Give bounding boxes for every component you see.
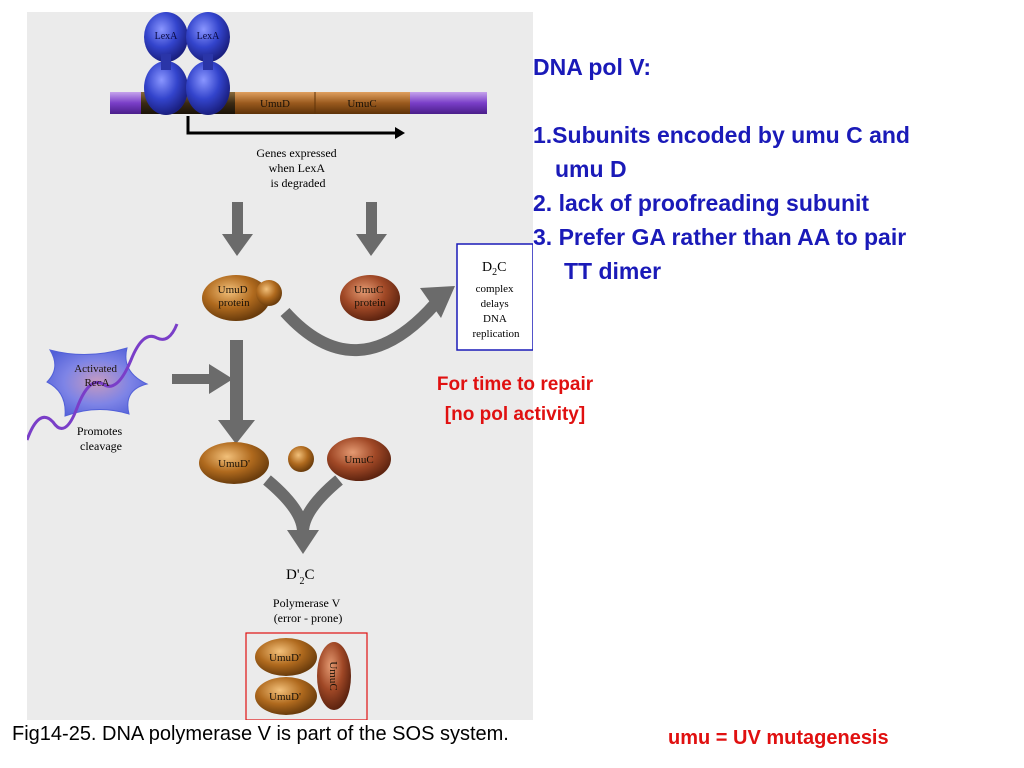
reca-arrow: [172, 364, 233, 394]
d2c-title: D2C: [482, 260, 506, 278]
cleaved-fragment: [288, 446, 314, 472]
note-item-2: 2. lack of proofreading subunit: [533, 190, 870, 216]
gene-label-umuc: UmuC: [347, 98, 376, 110]
umuc-protein-label: UmuC protein: [354, 284, 386, 309]
pol-v-complex: [255, 638, 351, 715]
transcription-arrow: [186, 116, 405, 139]
merge-arrow: [263, 475, 343, 554]
d2c-complex-box: [456, 243, 533, 351]
umud-protein: [202, 275, 282, 321]
genes-expressed-text: Genes expressed when LexA is degraded: [256, 146, 339, 190]
repair-time-note: For time to repair [no pol activity]: [380, 370, 650, 430]
umud-protein-label: UmuD protein: [218, 284, 251, 309]
umud-prime-label: UmuD': [218, 458, 250, 470]
lexa-label-left: LexA: [155, 31, 179, 42]
note-item-3-cont: TT dimer: [564, 258, 662, 284]
curved-arrow-to-complex: [280, 286, 455, 357]
promotes-cleavage-text: Promotes cleavage: [77, 424, 125, 453]
reca-label: Activated RecA: [74, 363, 120, 389]
umuc-label: UmuC: [344, 454, 373, 466]
note-item-1: 1.Subunits encoded by umu C and: [533, 122, 910, 148]
sos-diagram: UmuD UmuC LexA LexA Genes expressed when…: [27, 12, 533, 720]
down-arrow-left: [222, 202, 253, 256]
umuc-protein: [340, 275, 400, 321]
polymerase-v-text: Polymerase V (error - prone): [273, 596, 343, 625]
figure-panel: UmuD UmuC LexA LexA Genes expressed when…: [27, 12, 533, 720]
d2c-description: complex delays DNA replication: [472, 283, 520, 340]
dprime2c-title: D'2C: [286, 567, 315, 587]
umu-definition: umu = UV mutagenesis: [668, 727, 889, 749]
down-arrow-right: [356, 202, 387, 256]
umuc-protein-2: [327, 437, 391, 481]
repair-time-line-1: For time to repair: [436, 374, 594, 395]
notes-spacer: [533, 84, 1013, 118]
gene-label-umud: UmuD: [260, 98, 290, 110]
complex-umud-prime-top: UmuD': [269, 652, 301, 664]
figure-caption: Fig14-25. DNA polymerase V is part of th…: [12, 723, 509, 745]
notes-heading: DNA pol V:: [533, 54, 651, 80]
lexa-dimer: [144, 12, 230, 115]
repair-time-line-2: [no pol activity]: [444, 404, 586, 425]
umud-prime-protein: [199, 442, 269, 484]
note-item-1-cont: umu D: [555, 156, 627, 182]
reca-dna-strand: [27, 323, 179, 441]
lexa-label-right: LexA: [197, 31, 221, 42]
complex-umud-prime-bottom: UmuD': [269, 691, 301, 703]
pol-v-notes: DNA pol V: 1.Subunits encoded by umu C a…: [533, 50, 1013, 288]
cleavage-down-arrow: [218, 340, 255, 444]
note-item-3: 3. Prefer GA rather than AA to pair: [533, 224, 907, 250]
complex-umuc: UmuC: [327, 661, 339, 690]
